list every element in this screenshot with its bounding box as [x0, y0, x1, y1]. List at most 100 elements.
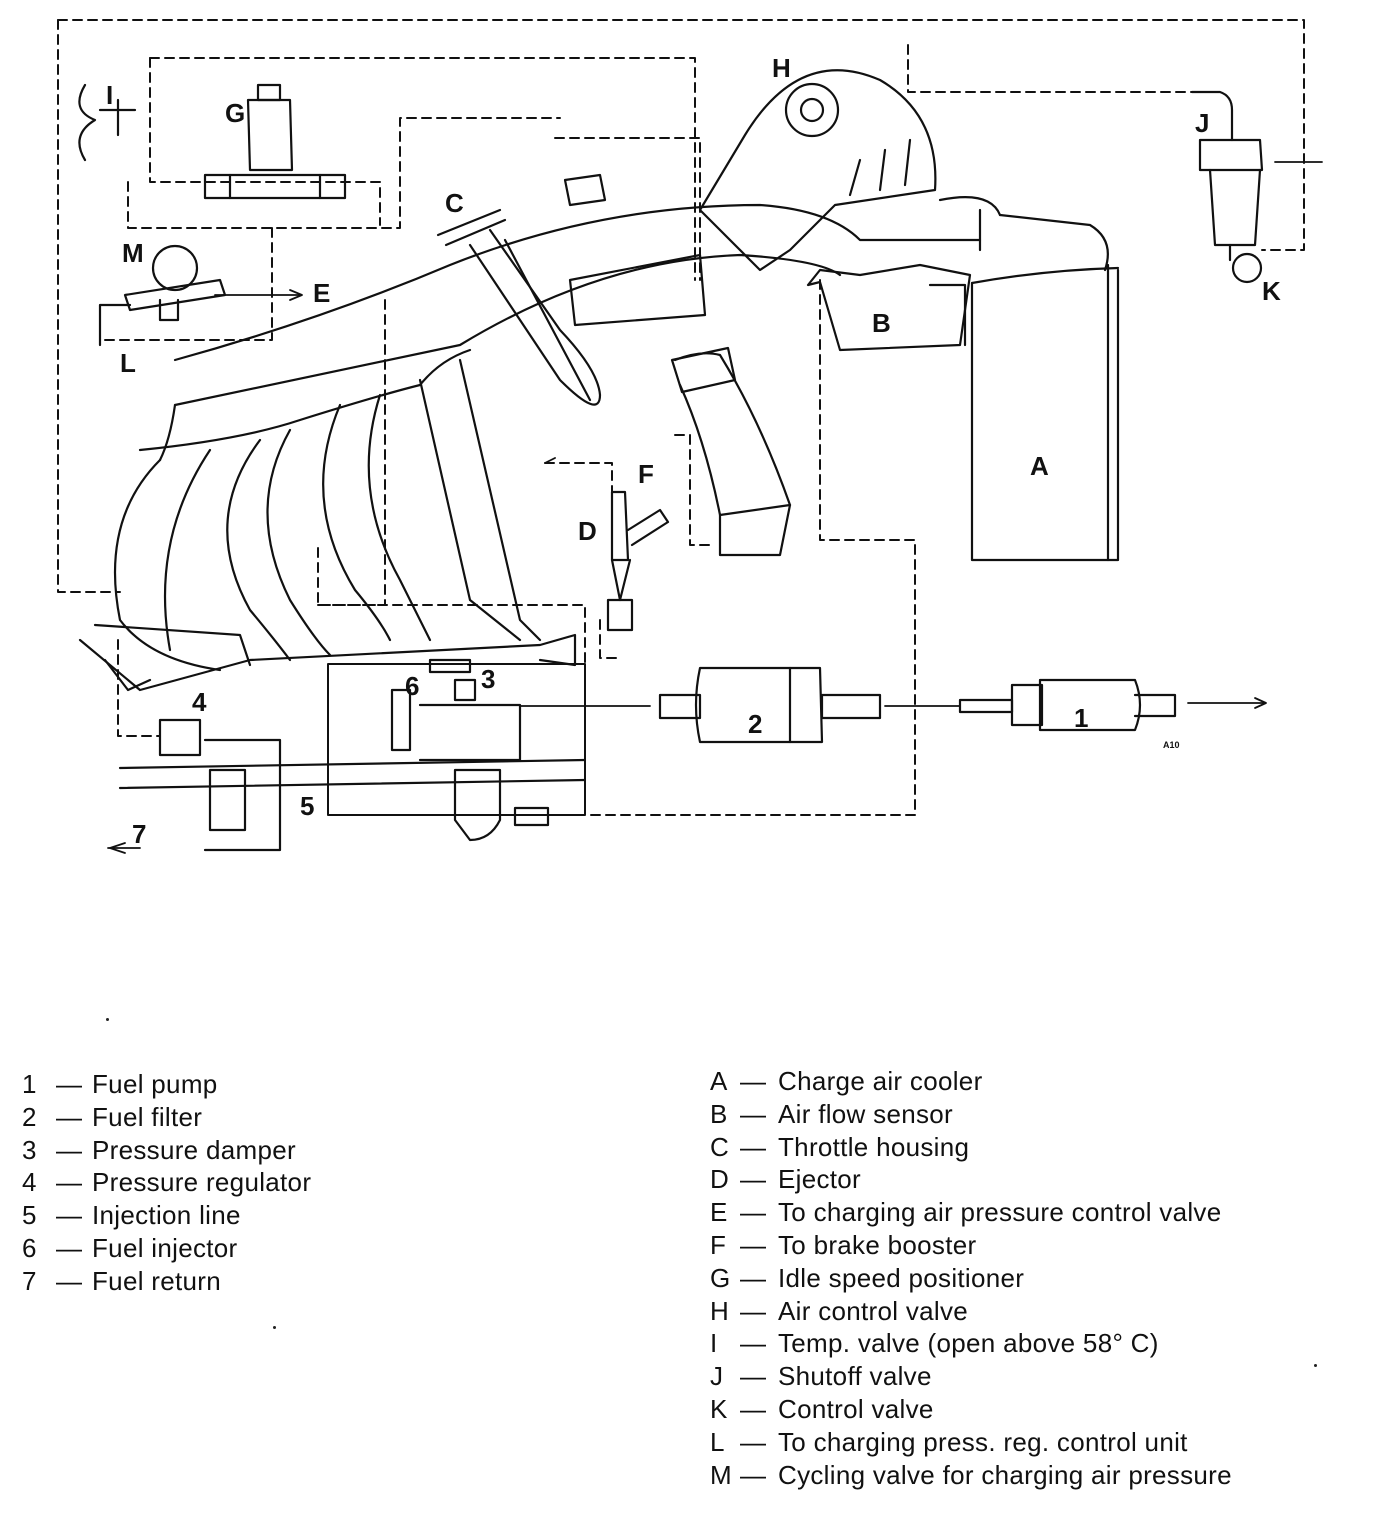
temp-valve	[78, 83, 137, 162]
legend-dash: —	[56, 1134, 83, 1165]
legend-key: 7	[22, 1265, 37, 1296]
legend-item: 1 — Fuel pump	[22, 1068, 311, 1101]
legend-key: K	[710, 1393, 728, 1424]
legend-dash: —	[740, 1098, 767, 1129]
legend-item: 2 — Fuel filter	[22, 1101, 311, 1134]
label-F: F	[638, 459, 654, 489]
legend-text: Fuel filter	[92, 1101, 203, 1132]
legend-key: 1	[22, 1069, 37, 1099]
label-K: K	[1262, 276, 1281, 306]
legend-text: Air control valve	[778, 1295, 969, 1326]
label-J: J	[1195, 108, 1209, 138]
legend-key: 4	[22, 1167, 37, 1198]
ejector	[606, 490, 670, 632]
legend-item: A — Charge air cooler	[710, 1065, 1232, 1098]
legend-dash: —	[740, 1295, 767, 1326]
legend-key: G	[710, 1262, 731, 1293]
legend-key: 6	[22, 1232, 37, 1263]
legend-dash: —	[740, 1361, 767, 1392]
legend-dash: —	[740, 1262, 767, 1293]
legend-item: 3—Pressure damper	[22, 1134, 311, 1167]
legend-text: To brake booster	[778, 1229, 977, 1260]
label-6: 6	[405, 671, 419, 701]
legend-text: Idle speed positioner	[778, 1262, 1025, 1293]
legend-item: I — Temp. valve (open above 58° C)	[710, 1327, 1232, 1360]
intake-pipe	[173, 196, 1109, 407]
legend-text: Throttle housing	[778, 1131, 970, 1162]
label-H: H	[772, 53, 791, 83]
legend-dash: —	[740, 1229, 767, 1260]
legend-item: K—Control valve	[710, 1393, 1232, 1426]
legend-text: Injection line	[92, 1200, 241, 1231]
legend-key: 2	[22, 1101, 37, 1132]
legend-key: A	[710, 1066, 728, 1096]
label-5: 5	[300, 791, 314, 821]
scan-speck	[273, 1326, 276, 1329]
legend-dash: —	[740, 1328, 767, 1359]
legend-dash: —	[56, 1265, 83, 1296]
legend-text: Ejector	[778, 1164, 862, 1195]
legend-item: D—Ejector	[710, 1163, 1232, 1196]
intake-manifold	[78, 348, 577, 692]
label-L: L	[120, 348, 136, 378]
legend-item: G — Idle speed positioner	[710, 1262, 1232, 1295]
legend-text: To charging press. reg. control unit	[778, 1426, 1188, 1457]
legend-dash: —	[56, 1200, 83, 1231]
legend-text: Charge air cooler	[778, 1066, 983, 1096]
fuel-air-system-diagram: A B C D E F G H I J K L M 1 2 3 4 5 6 7 …	[57, 19, 1323, 854]
legend-dash: —	[56, 1069, 83, 1099]
label-C: C	[445, 188, 464, 218]
legend-item: 5 — Injection line	[22, 1199, 311, 1232]
throttle-housing	[436, 173, 707, 406]
label-M: M	[122, 238, 144, 268]
label-E: E	[313, 278, 330, 308]
legend-key: E	[710, 1197, 728, 1228]
scan-speck	[106, 1018, 109, 1021]
scan-speck	[1314, 1364, 1317, 1367]
legend-item: J—Shutoff valve	[710, 1360, 1232, 1393]
legend-text: Control valve	[778, 1393, 934, 1424]
legend-key: M	[710, 1459, 732, 1490]
legend-text: Fuel return	[92, 1265, 222, 1296]
legend-dash: —	[740, 1066, 767, 1096]
legend-dash: —	[740, 1197, 767, 1228]
legend-item: B—Air flow sensor	[710, 1098, 1232, 1131]
legend-item: 6—Fuel injector	[22, 1232, 311, 1265]
label-1: 1	[1074, 703, 1088, 733]
legend-text: Pressure regulator	[92, 1167, 312, 1198]
air-control-valve-housing	[698, 69, 937, 272]
charge-air-cooler	[970, 263, 1120, 562]
legend-key: C	[710, 1131, 730, 1162]
legend-key: I	[710, 1328, 718, 1359]
legend-dash: —	[56, 1101, 83, 1132]
cycling-valve	[98, 244, 227, 347]
fuel-pump	[958, 678, 1177, 732]
legend-key: 3	[22, 1134, 37, 1165]
legend-dash: —	[740, 1426, 767, 1457]
label-2: 2	[748, 709, 762, 739]
turbo-outlet-hose	[670, 346, 792, 557]
legend-text: Air flow sensor	[778, 1098, 953, 1129]
legend-text: Shutoff valve	[778, 1361, 932, 1392]
label-G: G	[225, 98, 245, 128]
legend-item: 4—Pressure regulator	[22, 1166, 311, 1199]
fuel-distributor	[118, 658, 587, 852]
legend-item: H — Air control valve	[710, 1295, 1232, 1328]
legend-item: M—Cycling valve for charging air pressur…	[710, 1459, 1232, 1492]
shutoff-control-valve	[1190, 90, 1264, 284]
legend-dash: —	[56, 1232, 83, 1263]
legend-key: H	[710, 1295, 730, 1326]
legend-item: L—To charging press. reg. control unit	[710, 1426, 1232, 1459]
label-D: D	[578, 516, 597, 546]
legend-dash: —	[740, 1164, 767, 1195]
label-B: B	[872, 308, 891, 338]
legend-key: 5	[22, 1200, 37, 1231]
legend-text: Fuel pump	[92, 1069, 218, 1099]
figure-code: A10	[1163, 740, 1180, 750]
idle-speed-positioner	[203, 83, 347, 200]
label-3: 3	[481, 664, 495, 694]
legend-text: Temp. valve (open above 58° C)	[778, 1328, 1159, 1359]
label-A: A	[1030, 451, 1049, 481]
legend-text: To charging air pressure control valve	[778, 1197, 1222, 1228]
